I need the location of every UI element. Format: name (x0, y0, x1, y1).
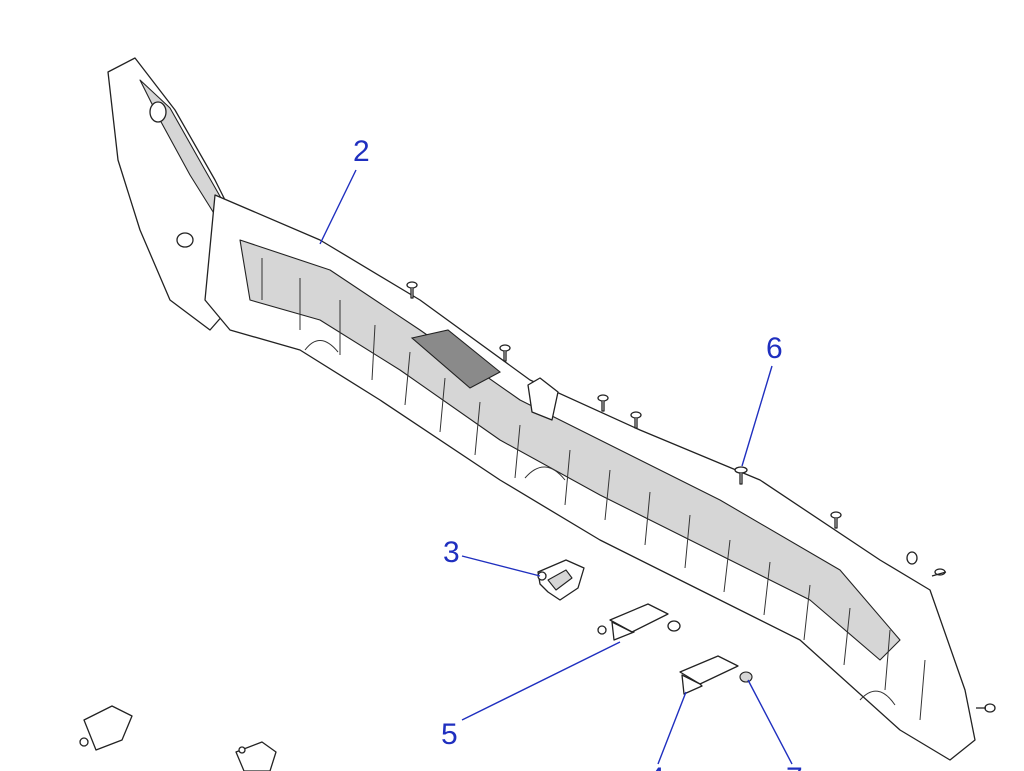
leader-5 (461, 641, 621, 721)
leader-lines (319, 169, 793, 765)
callout-7: 7 (786, 762, 803, 771)
leader-2 (319, 169, 357, 245)
callout-2: 2 (353, 135, 370, 168)
bracket-part-5 (597, 603, 681, 641)
bracket-lower-left (79, 705, 277, 771)
leader-4 (657, 691, 687, 765)
callout-5: 5 (441, 718, 458, 751)
callout-6: 6 (766, 332, 783, 365)
screw-fasteners (406, 281, 996, 713)
leader-7 (747, 679, 793, 765)
leader-6 (741, 365, 773, 467)
splash-shield-part (107, 57, 976, 761)
callout-3: 3 (443, 536, 460, 569)
bracket-part-4 (679, 655, 739, 695)
leader-3 (461, 555, 541, 577)
bracket-part-3 (537, 559, 585, 601)
clip-part-7 (739, 671, 753, 683)
callout-4: 4 (648, 762, 665, 771)
